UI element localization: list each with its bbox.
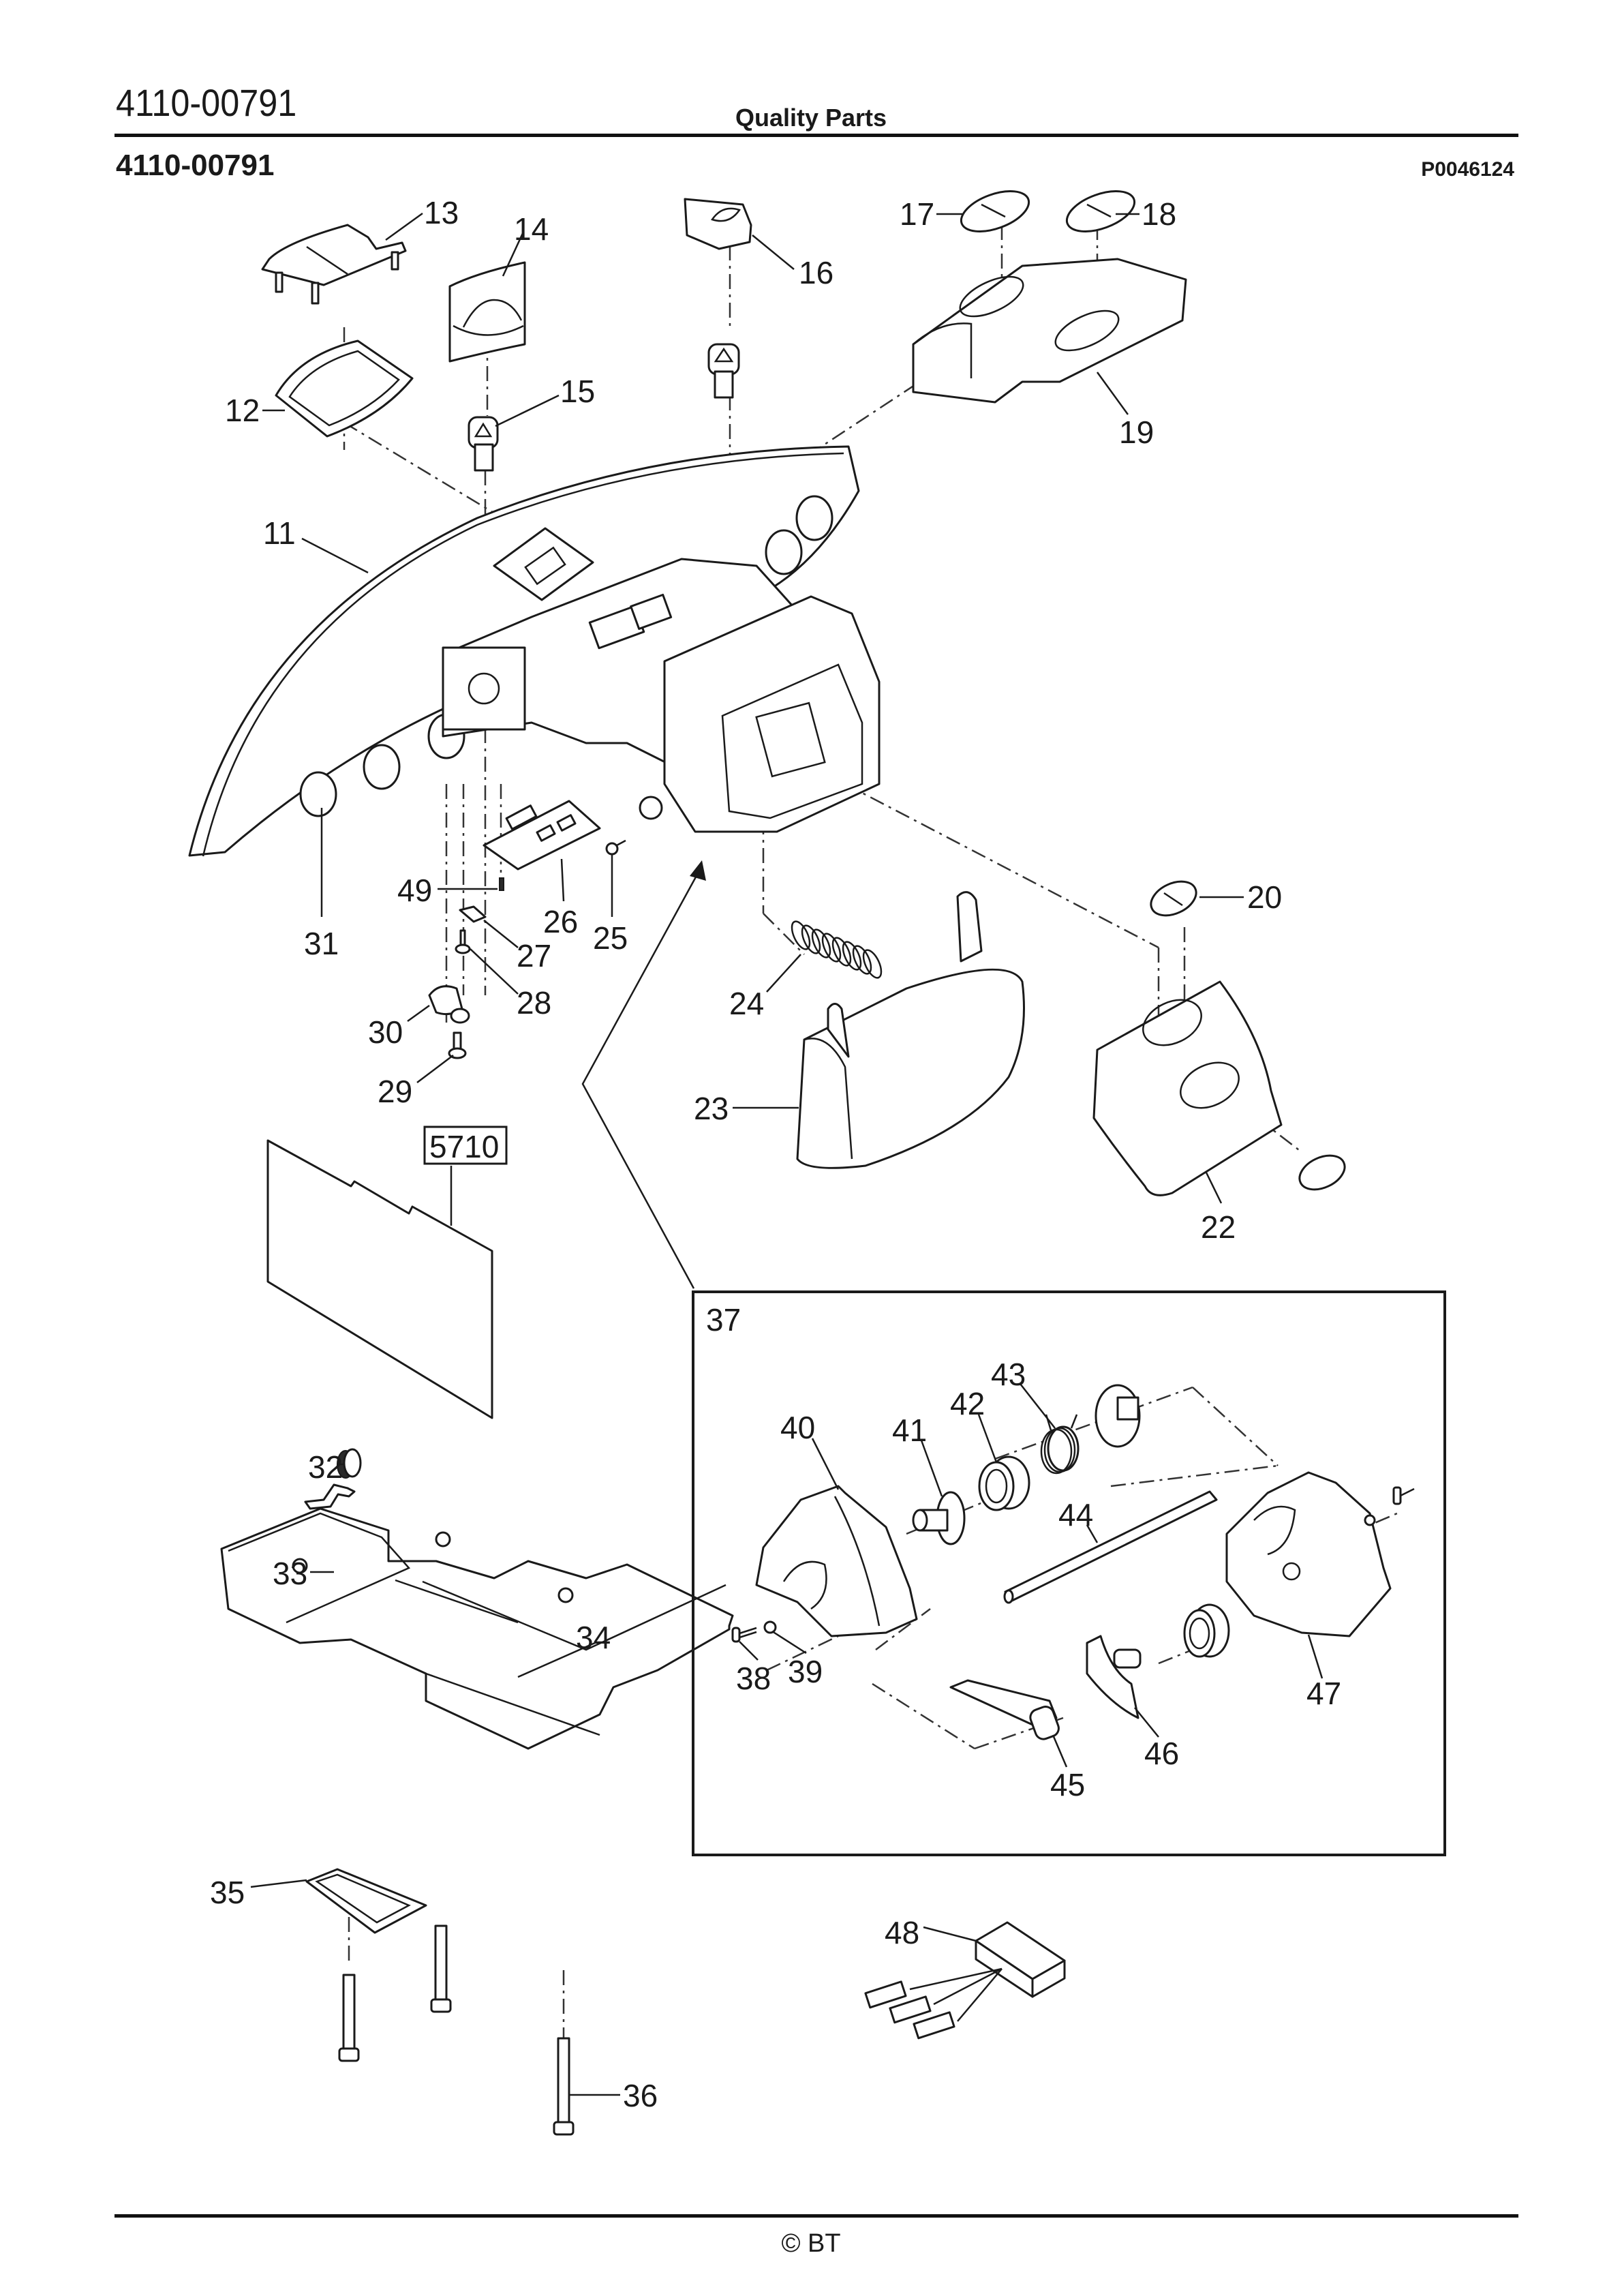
page-title: 4110-00791 (116, 149, 275, 182)
callout-25: 25 (593, 920, 628, 956)
part-12-seal-frame (275, 339, 414, 438)
callout-28: 28 (517, 985, 551, 1021)
part-42-bearing (978, 1455, 1030, 1511)
part-41-hub (912, 1491, 966, 1545)
part-48-harness (864, 1921, 1066, 2040)
part-25-screw (605, 839, 626, 856)
callout-49: 49 (397, 873, 432, 908)
callout-24: 24 (729, 986, 764, 1021)
part-19-top-housing (912, 258, 1187, 404)
footer-copyright: © BT (781, 2229, 841, 2258)
header-part-number: 4110-00791 (116, 81, 297, 124)
part-47-side-housing (1225, 1471, 1392, 1637)
callout-labels: 13 14 12 15 16 17 18 19 11 20 31 49 26 2… (210, 195, 1341, 2113)
callout-27: 27 (517, 938, 551, 973)
callout-46: 46 (1144, 1736, 1179, 1771)
callout-37: 37 (706, 1302, 741, 1338)
part-39-washer (763, 1620, 777, 1634)
boxed-label-frame (423, 1126, 508, 1165)
part-38-screw (731, 1627, 757, 1643)
part-44-shaft (1003, 1490, 1218, 1604)
callout-30: 30 (368, 1014, 403, 1050)
callout-19: 19 (1119, 414, 1154, 450)
part-40-side-housing (755, 1485, 918, 1637)
part-49-pin (499, 877, 504, 891)
part-28-screw (455, 929, 471, 954)
callout-38: 38 (736, 1661, 771, 1696)
part-17-cap (960, 190, 1030, 232)
callout-34: 34 (576, 1620, 611, 1655)
callout-11: 11 (263, 515, 296, 551)
callout-26: 26 (543, 904, 578, 939)
callout-14: 14 (514, 211, 549, 247)
part-22-knob-housing (1092, 980, 1346, 1196)
callout-35: 35 (210, 1875, 245, 1910)
header-rule (114, 134, 1518, 137)
callout-41: 41 (892, 1413, 927, 1448)
callout-31: 31 (304, 926, 339, 961)
part-5710-label-sheet (266, 1126, 508, 1419)
callout-48: 48 (885, 1915, 919, 1950)
callout-44: 44 (1058, 1497, 1093, 1532)
inset-reference-arrow (581, 860, 706, 1289)
boxed-label-5710: 5710 (429, 1129, 499, 1164)
part-26-circuit-board (483, 800, 601, 871)
part-34-tray (220, 1507, 734, 1750)
part-35-plate (305, 1868, 427, 1934)
part-45-lever (949, 1679, 1060, 1740)
footer-rule (114, 2214, 1518, 2218)
part-15-button (468, 416, 499, 472)
part-16-knob-cover (684, 198, 752, 399)
callout-23: 23 (694, 1091, 729, 1126)
cam-disc (1095, 1384, 1141, 1448)
part-46-cam (1086, 1635, 1142, 1719)
document-id: P0046124 (1421, 158, 1514, 181)
inset-box-37 (692, 1290, 1446, 1856)
part-27-clip (459, 905, 487, 923)
callout-16: 16 (799, 255, 833, 290)
part-47-screw (1364, 1486, 1415, 1526)
part-43-torsion-spring (1040, 1414, 1080, 1475)
callout-39: 39 (788, 1654, 823, 1689)
part-33-bracket (304, 1483, 356, 1510)
callout-45: 45 (1050, 1767, 1085, 1802)
callout-36: 36 (623, 2078, 658, 2113)
callout-33: 33 (273, 1556, 307, 1591)
callout-17: 17 (900, 196, 934, 232)
part-30-cable-clamp (428, 985, 470, 1024)
part-23-handle (796, 891, 1025, 1169)
callout-15: 15 (560, 374, 595, 409)
callout-40: 40 (780, 1410, 815, 1445)
callout-43: 43 (991, 1357, 1026, 1392)
callout-13: 13 (424, 195, 459, 230)
leader-lines (250, 212, 1323, 2096)
bearing-lower (1183, 1603, 1230, 1658)
callout-18: 18 (1142, 196, 1176, 232)
callout-42: 42 (950, 1386, 985, 1421)
part-29-screw (448, 1031, 467, 1059)
part-20-cap (1150, 880, 1197, 917)
part-36-bolts (338, 1924, 575, 2136)
callout-12: 12 (225, 393, 260, 428)
part-11-main-housing (188, 445, 881, 857)
callout-29: 29 (378, 1074, 412, 1109)
callout-22: 22 (1201, 1209, 1236, 1245)
part-14-label (448, 261, 526, 363)
part-18-cap (1065, 190, 1136, 232)
part-13-cover-cap (261, 224, 407, 305)
header-center-title: Quality Parts (735, 104, 887, 132)
part-24-spring (791, 920, 883, 979)
callout-20: 20 (1247, 879, 1282, 915)
part-32-grommet (337, 1448, 362, 1479)
callout-47: 47 (1306, 1676, 1341, 1711)
callout-32: 32 (308, 1449, 343, 1485)
